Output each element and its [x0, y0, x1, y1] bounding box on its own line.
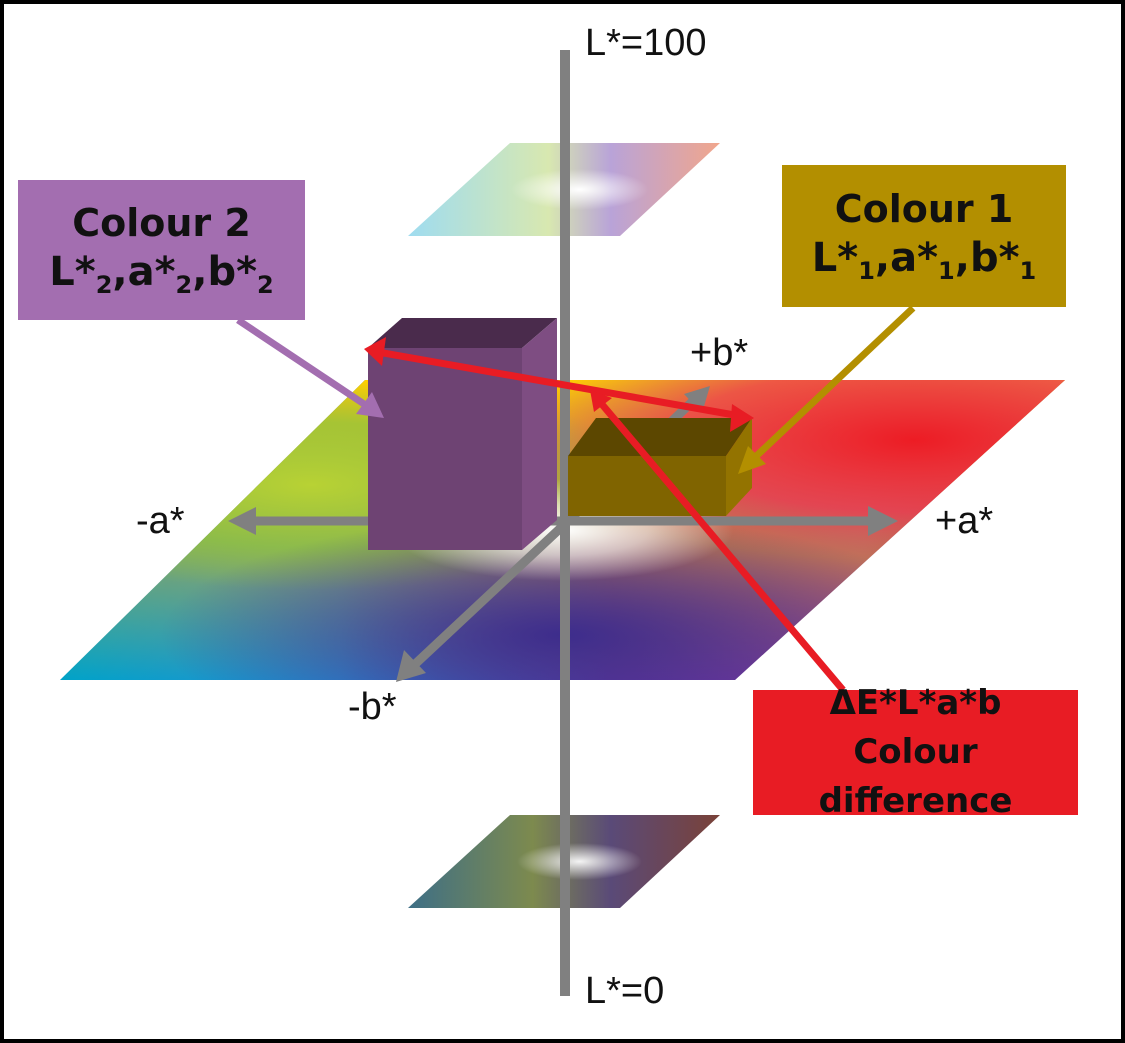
- colour2-values: L*2,a*2,b*2: [49, 248, 274, 299]
- delta-e-subtitle: Colour difference: [818, 731, 1013, 822]
- colour2-pointer-arrow: [236, 317, 384, 418]
- colour1-title: Colour 1: [834, 187, 1014, 232]
- colour2-block: [368, 318, 557, 550]
- colour2-title: Colour 2: [72, 201, 251, 246]
- plus-b-label: +b*: [690, 332, 749, 374]
- delta-pointer-arrow: [590, 390, 846, 693]
- l-max-label: L*=100: [585, 22, 707, 64]
- delta-e-title: ΔE*L*a*b: [829, 682, 1002, 723]
- delta-e-label-box: ΔE*L*a*b Colour difference: [753, 683, 1078, 821]
- minus-b-label: -b*: [348, 686, 397, 728]
- l-min-label: L*=0: [585, 970, 665, 1012]
- colour-difference-arrow: [364, 337, 754, 432]
- colour1-values: L*1,a*1,b*1: [811, 234, 1037, 285]
- colour2-label-box: Colour 2 L*2,a*2,b*2: [18, 180, 305, 320]
- colour1-pointer-arrow: [738, 305, 916, 474]
- minus-a-label: -a*: [136, 500, 185, 542]
- colour1-label-box: Colour 1 L*1,a*1,b*1: [782, 165, 1066, 307]
- plus-a-label: +a*: [935, 500, 994, 542]
- colour1-block: [568, 418, 752, 516]
